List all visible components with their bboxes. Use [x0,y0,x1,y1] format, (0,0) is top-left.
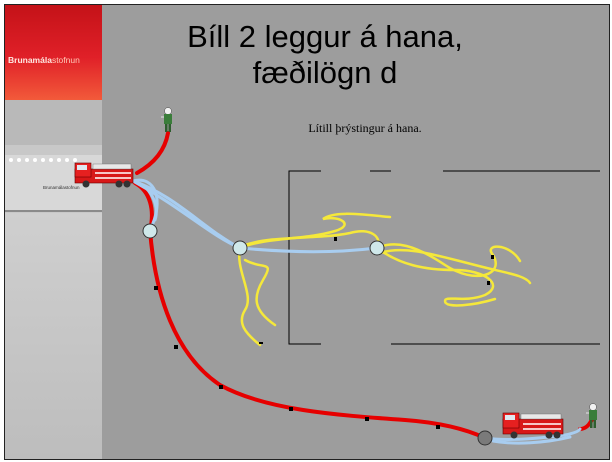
hose-couplings [154,286,440,429]
supply-hose [133,131,597,440]
hose-junction-icon [477,430,493,446]
hose-junction-icon [232,240,248,256]
slide-title: Bíll 2 leggur á hana, fæðilögn d [125,19,525,91]
firefighter-icon [586,403,597,428]
hose-junction-icon [142,223,158,239]
firefighter-icon [161,107,172,132]
slide-subtitle: Lítill þrýstingur á hana. [308,121,422,135]
brand-header: Brunamálastofnun [5,5,102,100]
hose-junctions [142,223,493,446]
hose-junction-icon [369,240,385,256]
sidebar-band [5,100,102,145]
slide: Brunamálastofnun Brunamálastofnun Bíll 2… [4,4,610,460]
small-logo: Brunamálastofnun [43,185,80,190]
sidebar-decoration: Brunamálastofnun Brunamálastofnun [5,5,102,459]
title-line-2: fæðilögn d [252,55,398,90]
hose-diagram [9,107,600,446]
fire-truck-icon [502,412,564,439]
sidebar-lower [5,213,102,459]
title-line-1: Bíll 2 leggur á hana, [187,19,463,54]
building-outline [288,170,600,345]
brand-logo: Brunamálastofnun [8,55,80,65]
feed-hose [131,178,582,445]
hose-markers [259,237,494,344]
fire-truck-icon [74,162,134,188]
attack-hoses [237,212,532,347]
sidebar-dots [9,158,77,162]
